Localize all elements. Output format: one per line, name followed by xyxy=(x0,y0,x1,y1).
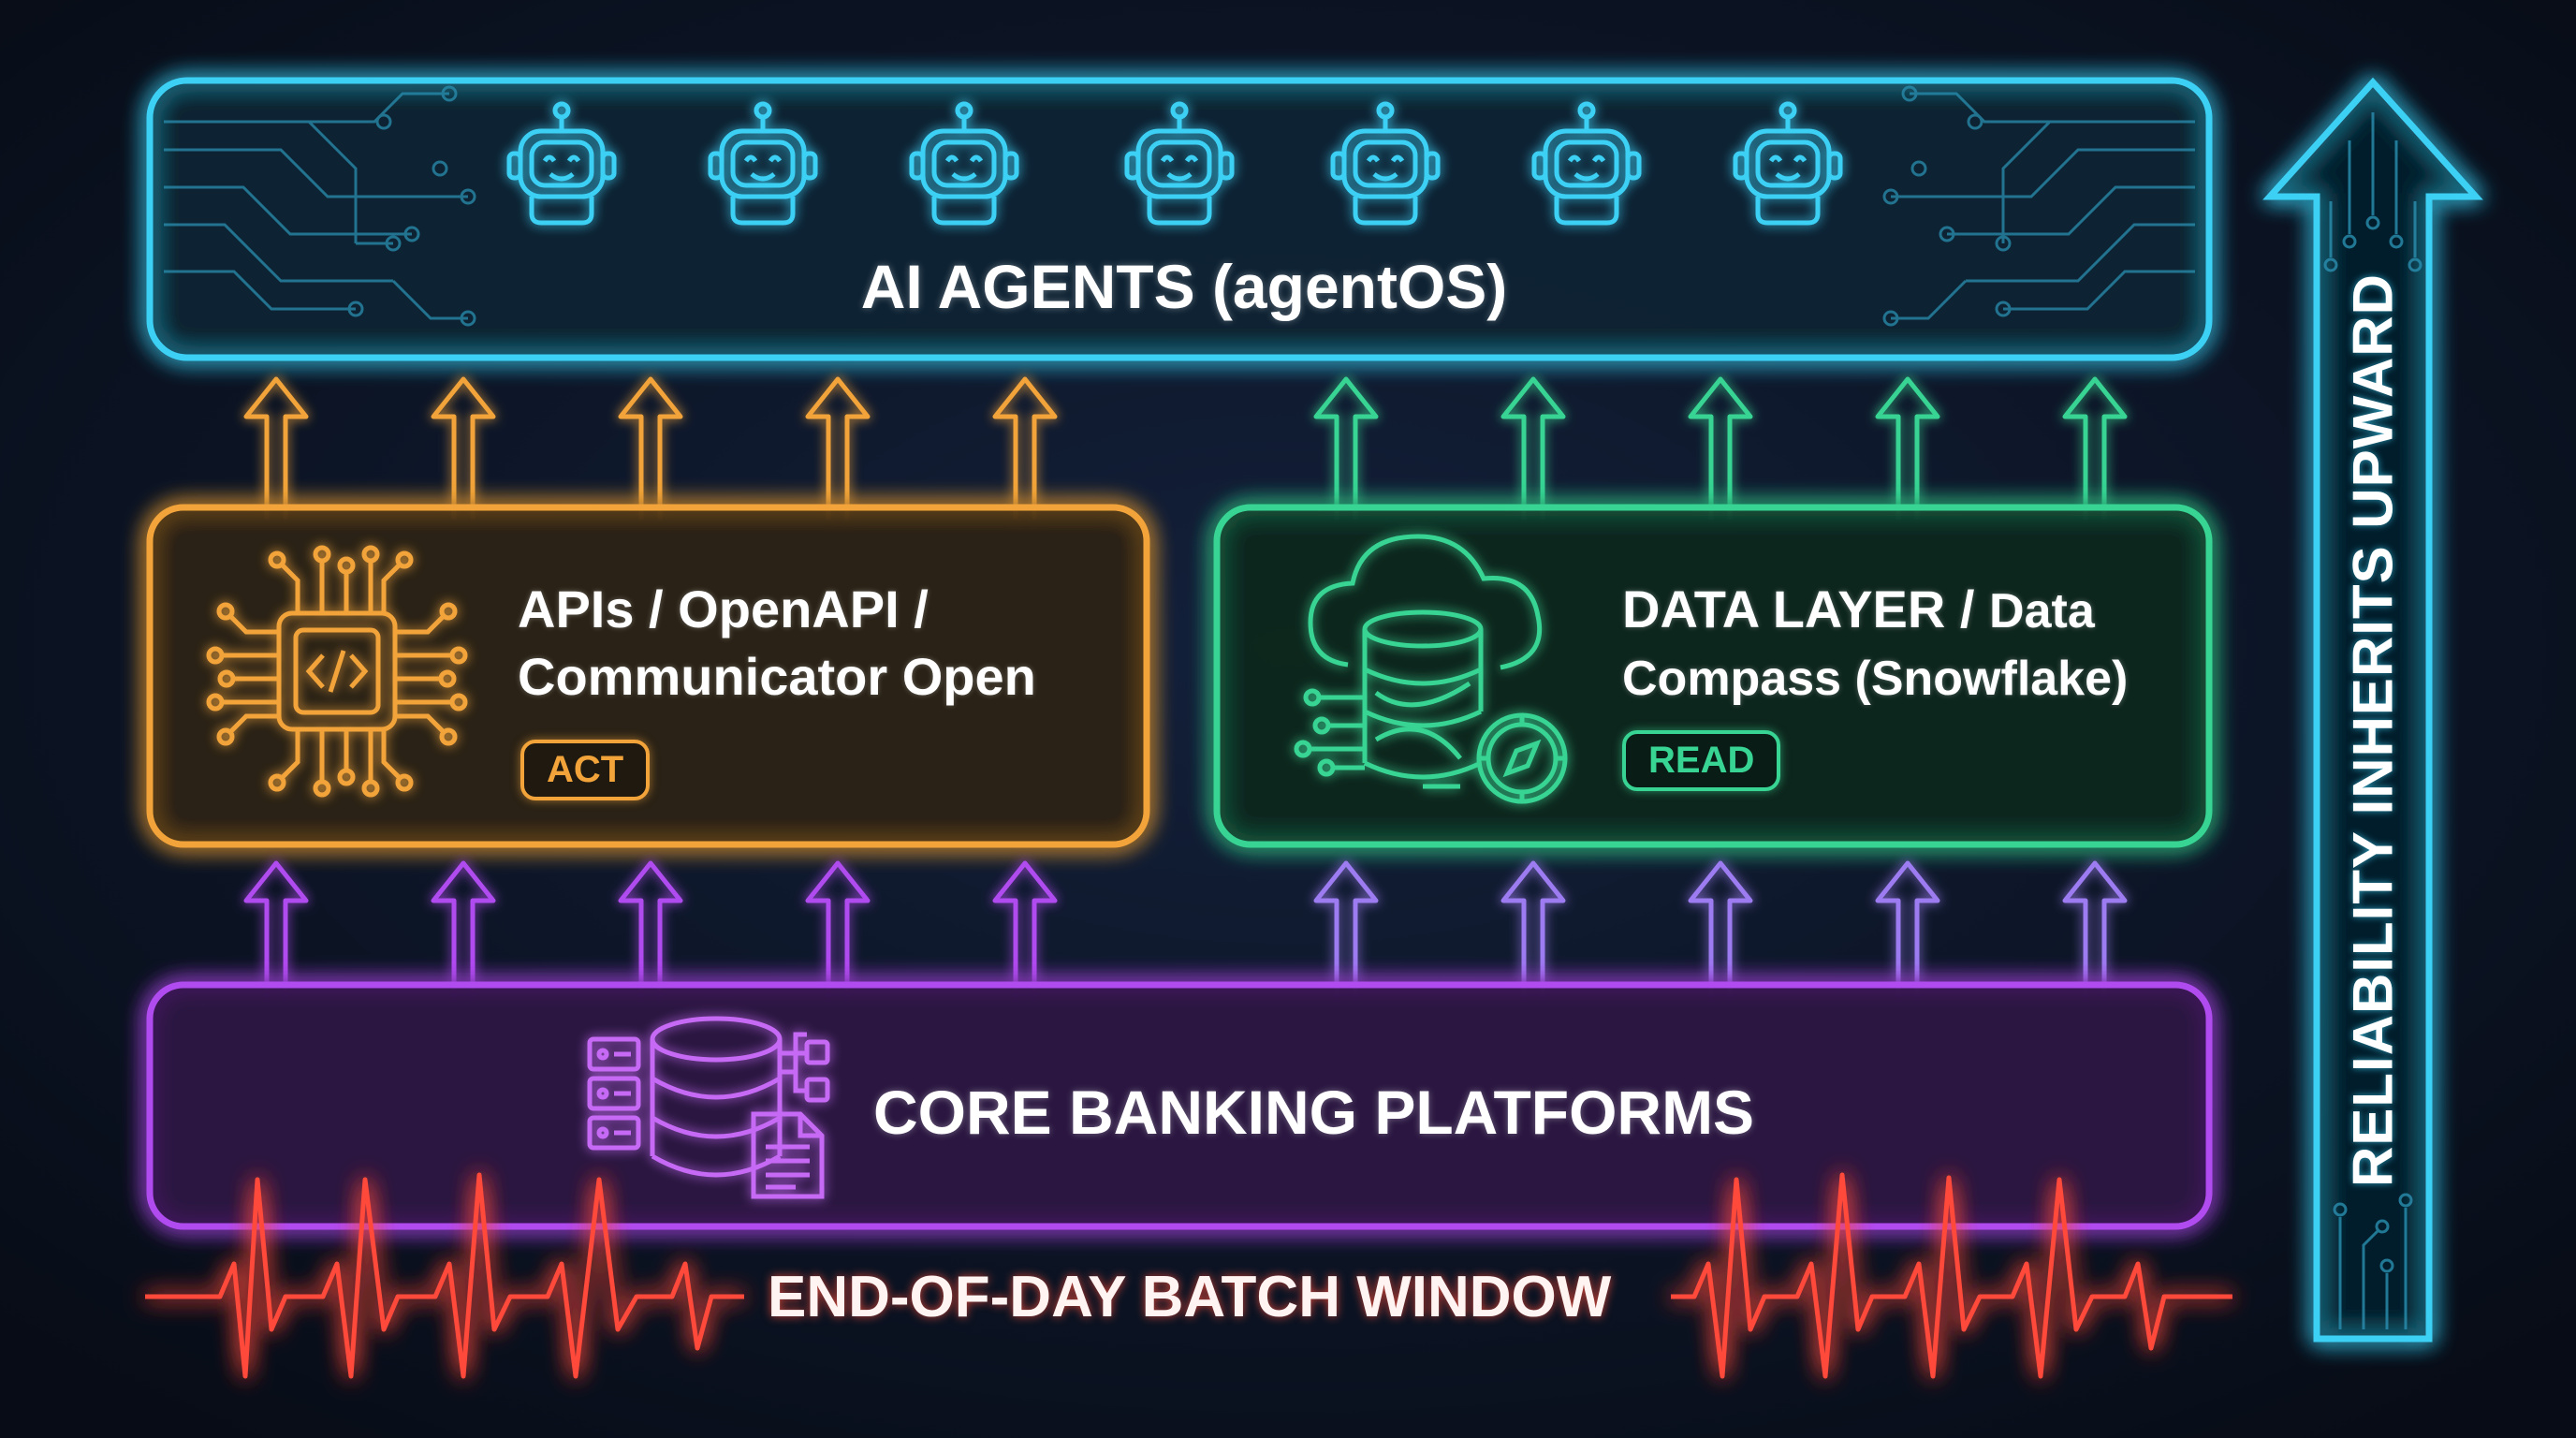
core-banking-title: CORE BANKING PLATFORMS xyxy=(873,1078,1755,1147)
data-layer-title: DATA LAYER / Data Compass (Snowflake) xyxy=(1622,576,2128,712)
core-banking-panel xyxy=(146,981,2213,1230)
data-title-small: Data xyxy=(1989,584,2095,638)
circuit-traces-left xyxy=(164,85,476,327)
heartbeat-line-left xyxy=(145,1172,744,1379)
reliability-label: RELIABILITY INHERITS UPWARD xyxy=(2341,273,2405,1187)
data-title-main: DATA LAYER / xyxy=(1622,580,1990,638)
batch-window-title: END-OF-DAY BATCH WINDOW xyxy=(768,1265,1612,1329)
read-badge: READ xyxy=(1622,730,1781,791)
act-badge: ACT xyxy=(520,740,651,800)
circuit-traces-right xyxy=(1882,85,2195,327)
server-database-document-icon xyxy=(587,1016,830,1199)
heartbeat-line-right xyxy=(1671,1172,2232,1379)
api-panel xyxy=(146,504,1150,848)
api-title-line2: Communicator Open xyxy=(518,647,1036,706)
cloud-database-compass-icon xyxy=(1294,534,1568,804)
api-layer-title: APIs / OpenAPI / Communicator Open xyxy=(518,576,1036,711)
ai-agents-title: AI AGENTS (agentOS) xyxy=(860,252,1508,321)
ai-agents-panel xyxy=(146,77,2213,361)
arrow-circuit-traces xyxy=(2323,112,2422,1329)
data-panel xyxy=(1213,504,2213,848)
reliability-arrow xyxy=(2262,77,2483,1343)
data-title-line2: Compass (Snowflake) xyxy=(1622,652,2129,706)
chip-code-icon xyxy=(206,545,468,798)
api-title-line1: APIs / OpenAPI / xyxy=(518,580,929,638)
data-title-line1: DATA LAYER / Data xyxy=(1622,576,2128,645)
